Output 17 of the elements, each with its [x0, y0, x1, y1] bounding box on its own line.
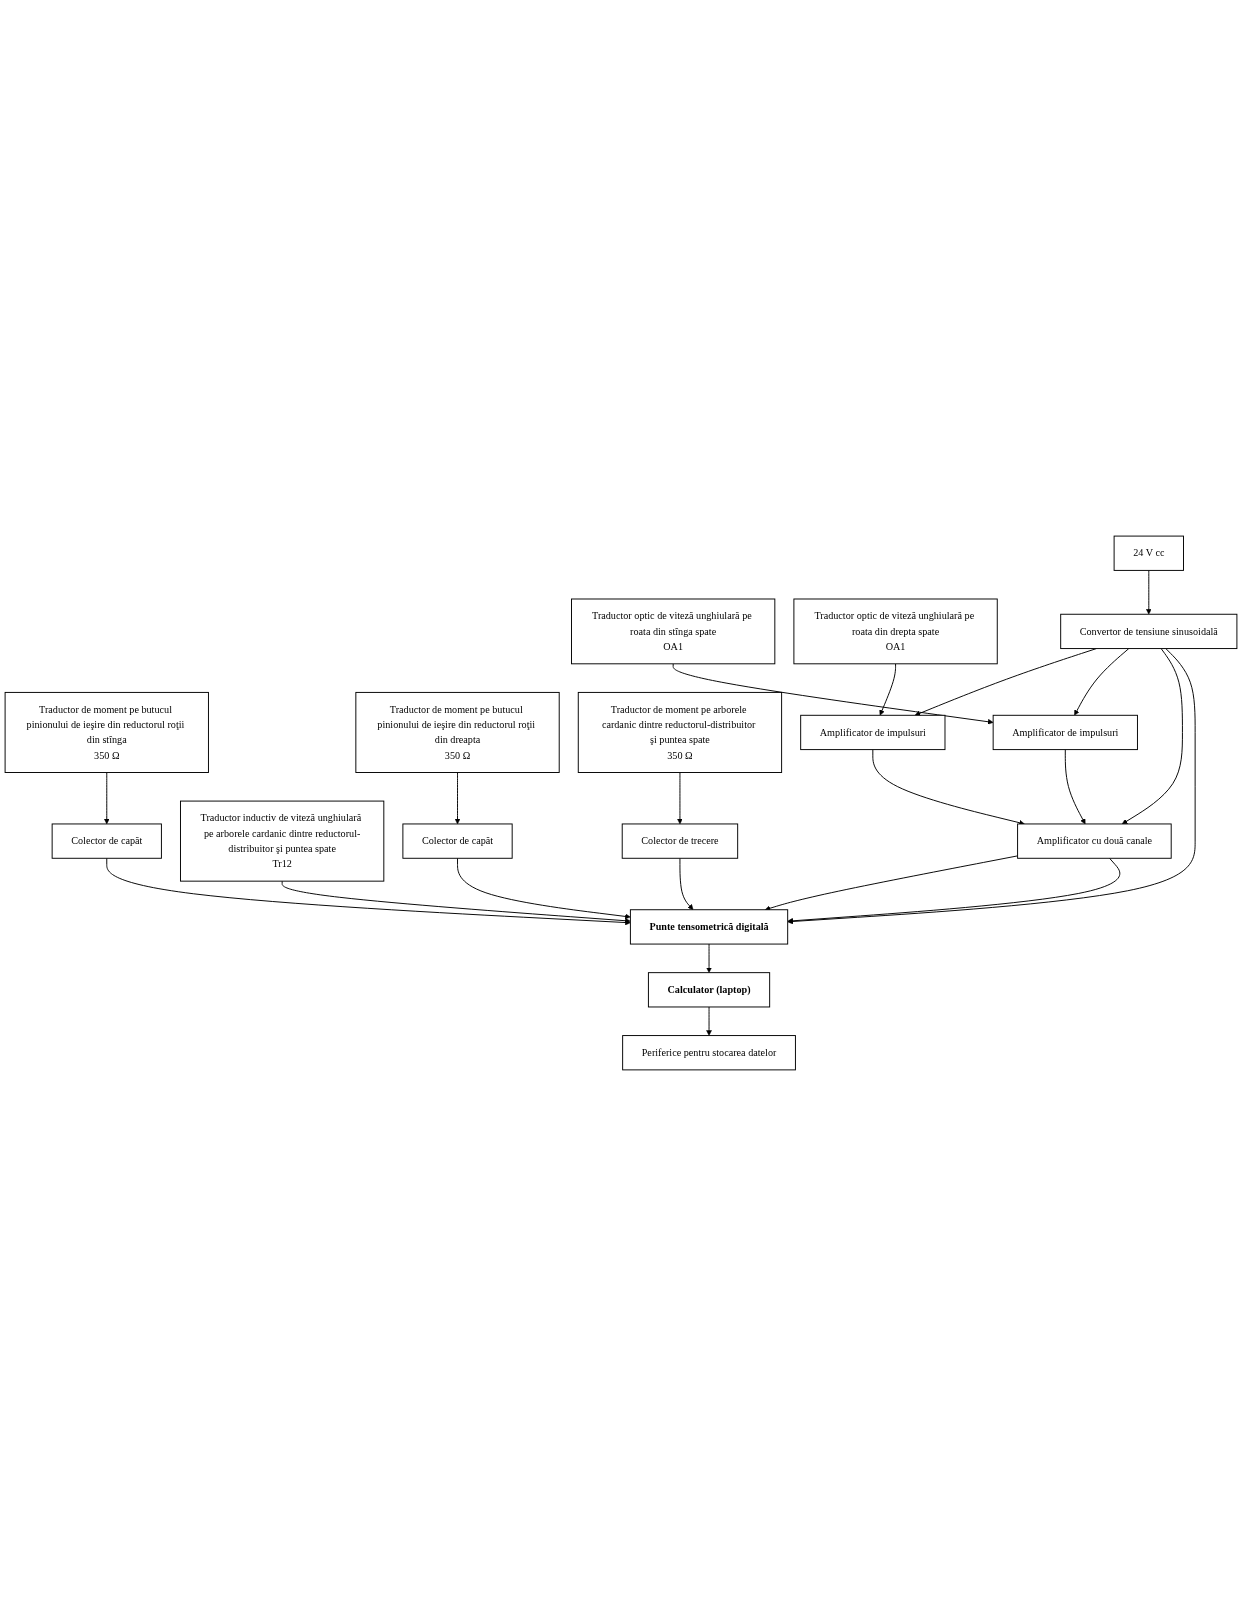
- node-box: Amplificator de impulsuri: [992, 714, 1138, 750]
- node-box: 24 V cc: [1113, 535, 1184, 571]
- node-box: Convertor de tensiune sinusoidală: [1060, 613, 1238, 649]
- node-box: Traductor inductiv de viteză unghiulară pe arborele cardanic dintre reductorul-distribuitor şi puntea spate Tr12: [180, 800, 385, 882]
- node-box: Colector de capăt: [402, 823, 513, 859]
- node-box: Amplificator de impulsuri: [800, 714, 946, 750]
- node-box: Traductor optic de viteză unghiulară pe roata din drepta spate OA1: [793, 598, 998, 664]
- node-box: Traductor optic de viteză unghiulară pe roata din stînga spate OA1: [571, 598, 776, 664]
- node-box: Colector de capăt: [51, 823, 162, 859]
- node-box: Colector de trecere: [621, 823, 739, 859]
- node-box: Traductor de moment pe butucul pinionului de ieşire din reductorul roţii din stînga 350 Ω: [4, 691, 209, 773]
- node-box: Calculator (laptop): [647, 971, 771, 1007]
- node-box: Periferice pentru stocarea datelor: [622, 1034, 796, 1070]
- node-box: Traductor de moment pe arborele cardanic dintre reductorul-distribuitor şi puntea spate 350 Ω: [577, 691, 783, 773]
- node-box: Amplificator cu două canale: [1017, 823, 1172, 859]
- node-box: Punte tensometrică digitală: [629, 908, 789, 945]
- node-box: Traductor de moment pe butucul pinionului de ieşire din reductorul roţii din dreapta 350 Ω: [355, 691, 560, 773]
